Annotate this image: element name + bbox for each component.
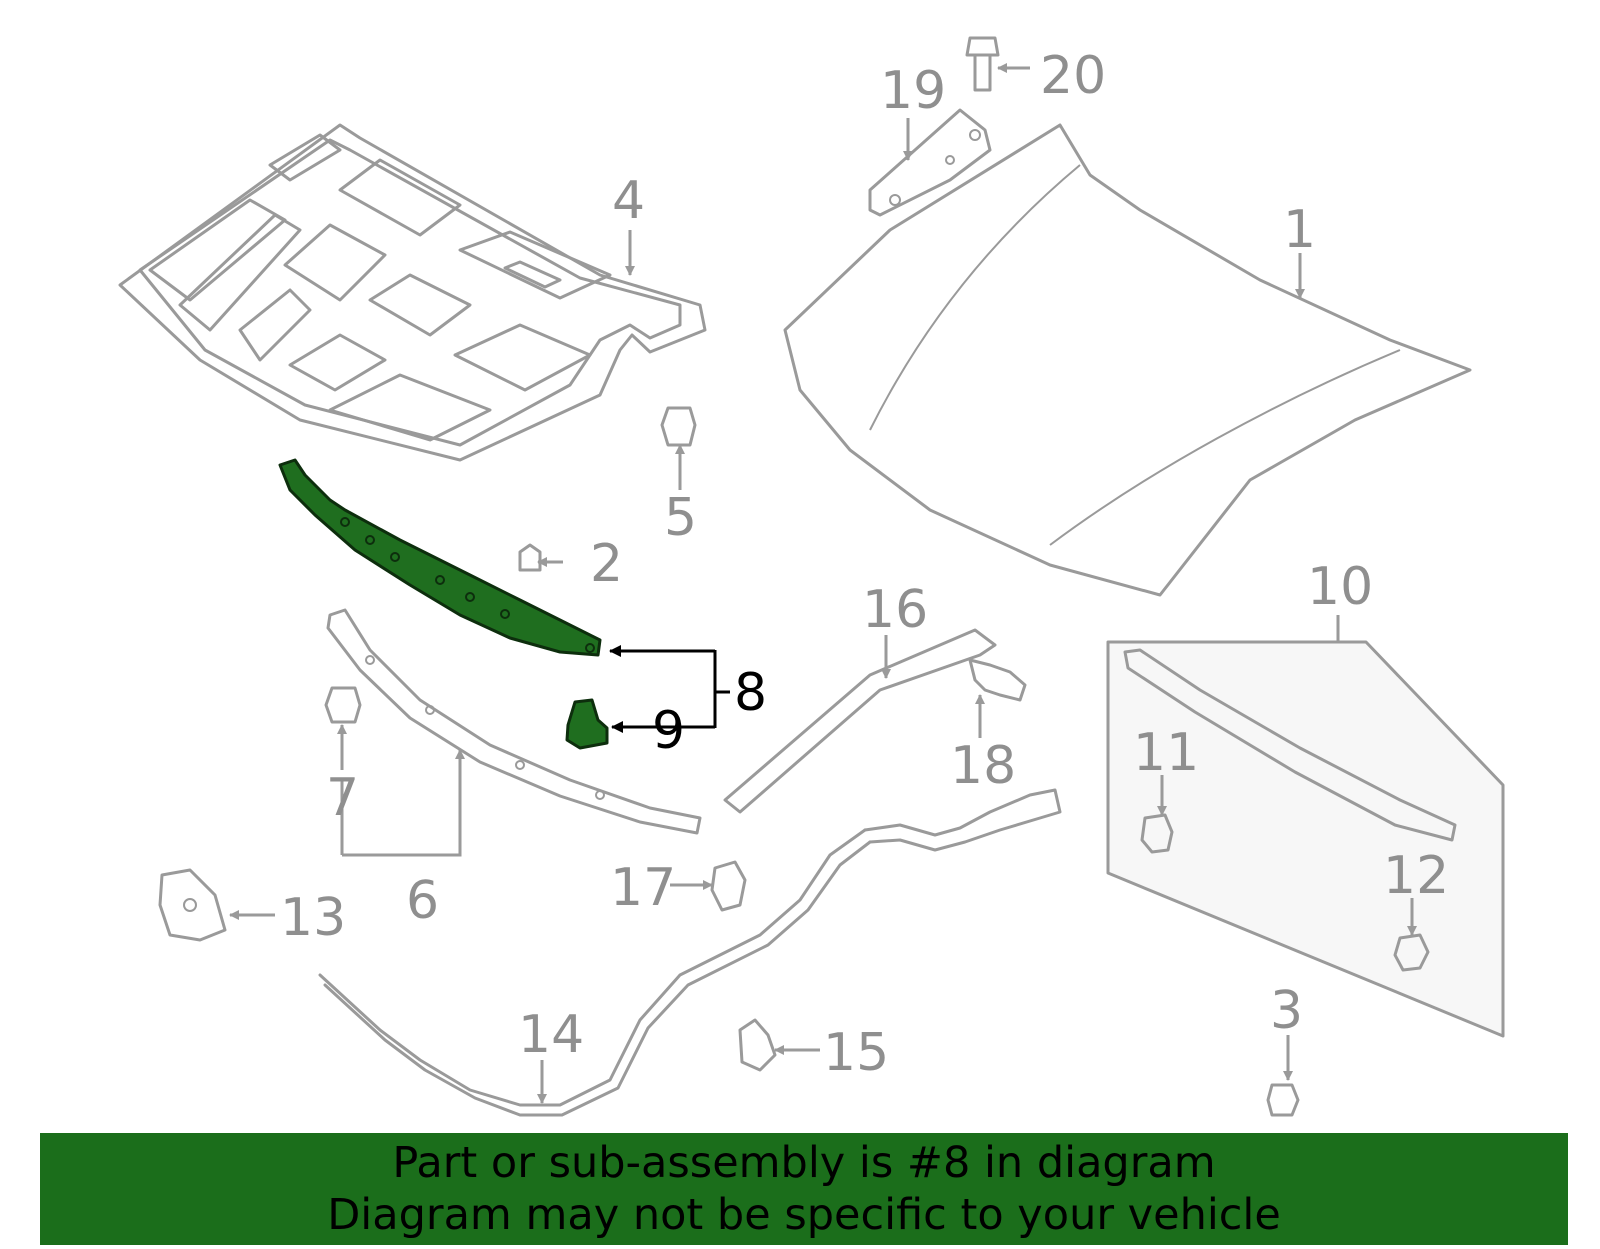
callout-2: 2	[590, 534, 623, 594]
seal-panel-part-10	[1106, 640, 1505, 1038]
callout-8: 8	[734, 663, 767, 723]
callout-17: 17	[610, 858, 676, 918]
callout-labels: 1 2 3 4 5 6 7 8 9 10 11 12 13 14 15 16 1…	[280, 46, 1449, 1083]
callout-3: 3	[1270, 981, 1303, 1041]
hood-insulator-part-4	[118, 123, 707, 462]
callout-20: 20	[1040, 46, 1106, 106]
hood-panel-part-1	[783, 123, 1472, 597]
hood-seal-part-8	[278, 458, 602, 657]
rod-holder-part-18	[968, 658, 1027, 702]
callout-5: 5	[664, 488, 697, 548]
callout-15: 15	[823, 1023, 889, 1083]
bolt-part-20	[965, 36, 1000, 92]
clip-part-15	[738, 1018, 777, 1072]
callout-1: 1	[1283, 200, 1316, 260]
hood-hinge-part-19	[868, 108, 992, 217]
banner-line-1: Part or sub-assembly is #8 in diagram	[392, 1138, 1216, 1188]
callout-7: 7	[326, 768, 359, 828]
bumper-part-3	[1266, 1083, 1300, 1117]
clip-part-17	[710, 860, 747, 912]
clip-part-5	[660, 406, 697, 447]
callout-18: 18	[950, 736, 1016, 796]
callout-16: 16	[862, 580, 928, 640]
clip-part-9	[565, 698, 609, 750]
clip-part-12	[1393, 933, 1430, 972]
clip-part-7	[324, 686, 362, 724]
seal-strip-part-6	[326, 608, 702, 835]
callout-4: 4	[612, 171, 645, 231]
callout-10: 10	[1307, 557, 1373, 617]
callout-19: 19	[880, 61, 946, 121]
leader-lines	[229, 63, 1417, 1104]
info-banner: Part or sub-assembly is #8 in diagram Di…	[40, 1133, 1568, 1245]
release-cable-part-14	[318, 788, 1062, 1117]
latch-part-13	[158, 868, 227, 942]
callout-12: 12	[1383, 846, 1449, 906]
clip-part-2	[518, 543, 542, 572]
callout-11: 11	[1133, 723, 1199, 783]
callout-9: 9	[652, 701, 685, 761]
callout-13: 13	[280, 888, 346, 948]
callout-6: 6	[406, 871, 439, 931]
banner-line-2: Diagram may not be specific to your vehi…	[327, 1190, 1281, 1240]
callout-14: 14	[518, 1005, 584, 1065]
